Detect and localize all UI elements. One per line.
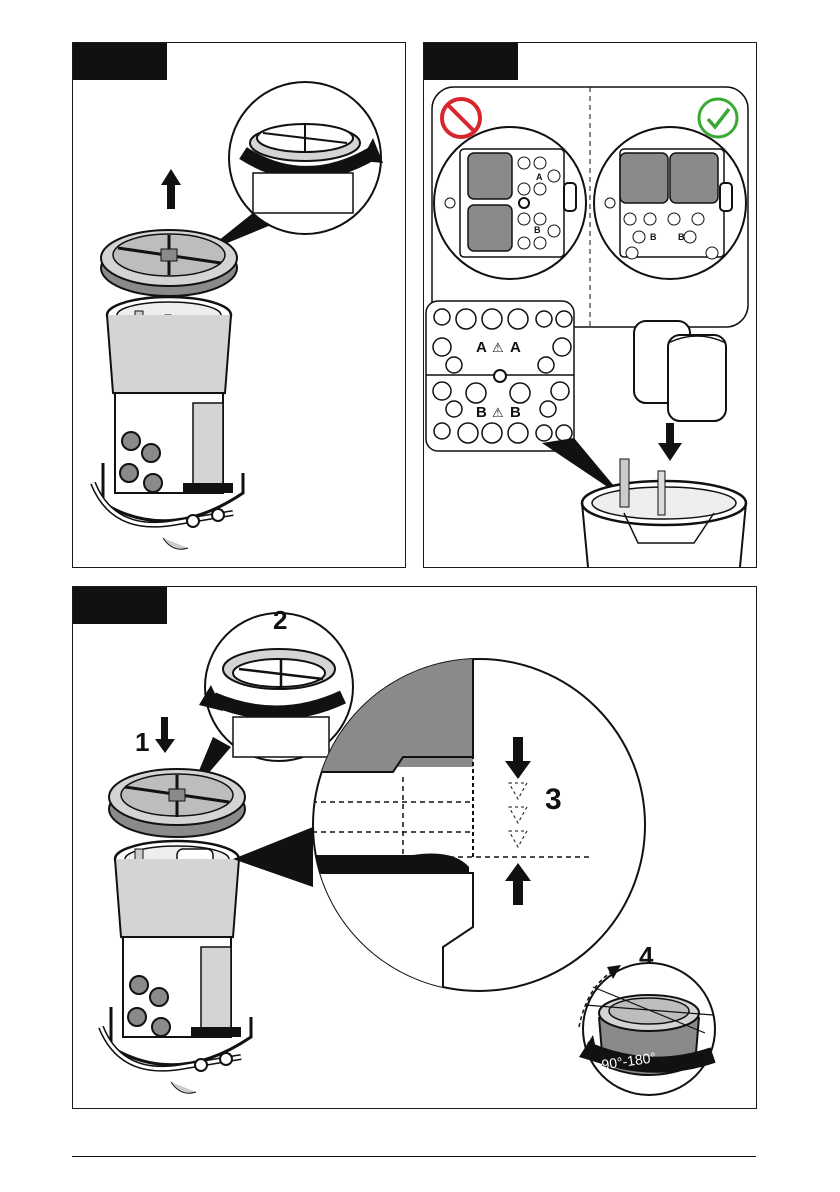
sampler-body	[93, 297, 243, 549]
twist-cap-callout	[199, 613, 353, 761]
step-2-label: 2	[273, 605, 287, 635]
correct-battery-layout: B B	[594, 127, 746, 279]
wrong-label-a: A	[536, 172, 543, 182]
battery-illustration: A B B B	[424, 43, 756, 567]
check-icon	[699, 99, 737, 137]
down-arrow-icon	[658, 423, 682, 461]
battery-packs	[634, 321, 726, 421]
detail-label-b-right: B	[510, 404, 521, 421]
panel-battery-orientation: A B B B	[423, 42, 757, 568]
detail-warning-icon-b: ⚠	[492, 405, 504, 420]
lifted-cap	[101, 230, 237, 296]
detail-label-a-right: A	[510, 339, 521, 356]
detail-label-a-left: A	[476, 339, 487, 356]
sampler-top-open	[582, 459, 746, 567]
step-3-label: 3	[545, 783, 562, 816]
battery-compartment-detail: A ⚠ A B ⚠ B	[426, 301, 574, 451]
detail-warning-icon-a: ⚠	[492, 340, 504, 355]
panel-install-cap: 2 1	[72, 586, 757, 1109]
seal-pointer	[233, 827, 313, 887]
step-1-label: 1	[135, 727, 149, 757]
cap-zoom-callout	[203, 82, 383, 253]
correct-label-b-right: B	[678, 232, 685, 242]
cap	[109, 769, 245, 837]
install-cap-illustration: 2 1	[73, 587, 756, 1108]
prohibited-icon	[442, 99, 480, 137]
down-arrow-icon	[155, 717, 175, 753]
panel-remove-cap	[72, 42, 406, 568]
remove-cap-illustration	[73, 43, 405, 567]
up-arrow-icon	[161, 169, 181, 209]
seal-gap-detail	[303, 657, 645, 1007]
wrong-label-b: B	[534, 225, 541, 235]
sampler-body	[101, 841, 251, 1093]
rotate-cap-callout: 90°-180°	[579, 963, 715, 1095]
detail-label-b-left: B	[476, 404, 487, 421]
correct-label-b-left: B	[650, 232, 657, 242]
wrong-battery-layout: A B	[434, 127, 586, 279]
footer-rule	[72, 1156, 756, 1157]
